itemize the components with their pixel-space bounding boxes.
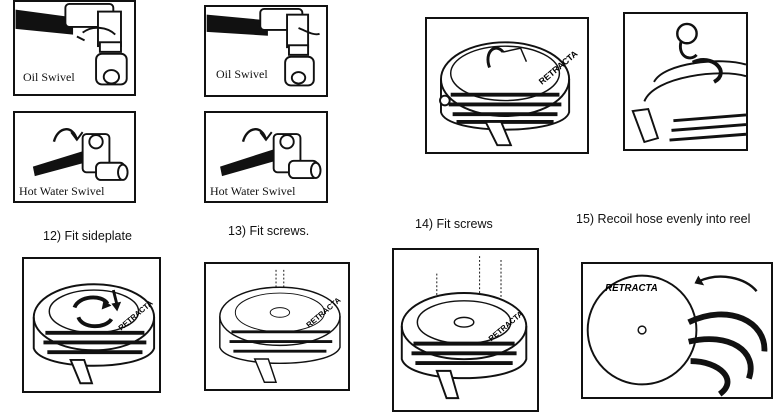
step-14-caption: 14) Fit screws <box>415 217 493 231</box>
fit-screws-panel-14: RETRACTA <box>392 248 539 412</box>
hot-water-swivel-illustration <box>220 128 322 179</box>
hot-water-swivel-panel-1: Hot Water Swivel <box>13 111 136 203</box>
oil-swivel-label: Oil Swivel <box>23 70 75 84</box>
hot-water-swivel-label: Hot Water Swivel <box>210 184 296 198</box>
recoil-hose-panel: RETRACTA <box>581 262 773 399</box>
reel-hook-panel: RETRACTA <box>425 17 589 154</box>
hot-water-swivel-panel-2: Hot Water Swivel <box>204 111 328 203</box>
fit-sideplate-panel: RETRACTA <box>22 257 161 393</box>
oil-swivel-illustration <box>15 2 128 86</box>
hot-water-swivel-illustration <box>32 128 129 181</box>
hot-water-swivel-label: Hot Water Swivel <box>19 184 105 198</box>
fit-screws-panel-13: RETRACTA <box>204 262 350 391</box>
retracta-logo: RETRACTA <box>605 283 658 294</box>
reel-with-hook-illustration: RETRACTA <box>439 41 580 147</box>
reel-closeup-panel <box>623 12 748 151</box>
reel-screws-illustration: RETRACTA <box>400 256 528 400</box>
oil-swivel-panel-2: Oil Swivel <box>204 5 328 97</box>
reel-closeup-illustration <box>631 22 746 144</box>
reel-recoil-hose-illustration: RETRACTA <box>586 274 768 397</box>
step-13-caption: 13) Fit screws. <box>228 224 310 238</box>
step-15-caption: 15) Recoil hose evenly into reel <box>576 212 751 226</box>
reel-sideplate-illustration: RETRACTA <box>32 283 156 385</box>
oil-swivel-panel-1: Oil Swivel <box>13 0 136 96</box>
oil-swivel-illustration <box>206 7 320 87</box>
oil-swivel-label: Oil Swivel <box>216 67 268 81</box>
reel-screws-illustration: RETRACTA <box>219 269 343 383</box>
step-12-caption: 12) Fit sideplate <box>43 229 132 243</box>
